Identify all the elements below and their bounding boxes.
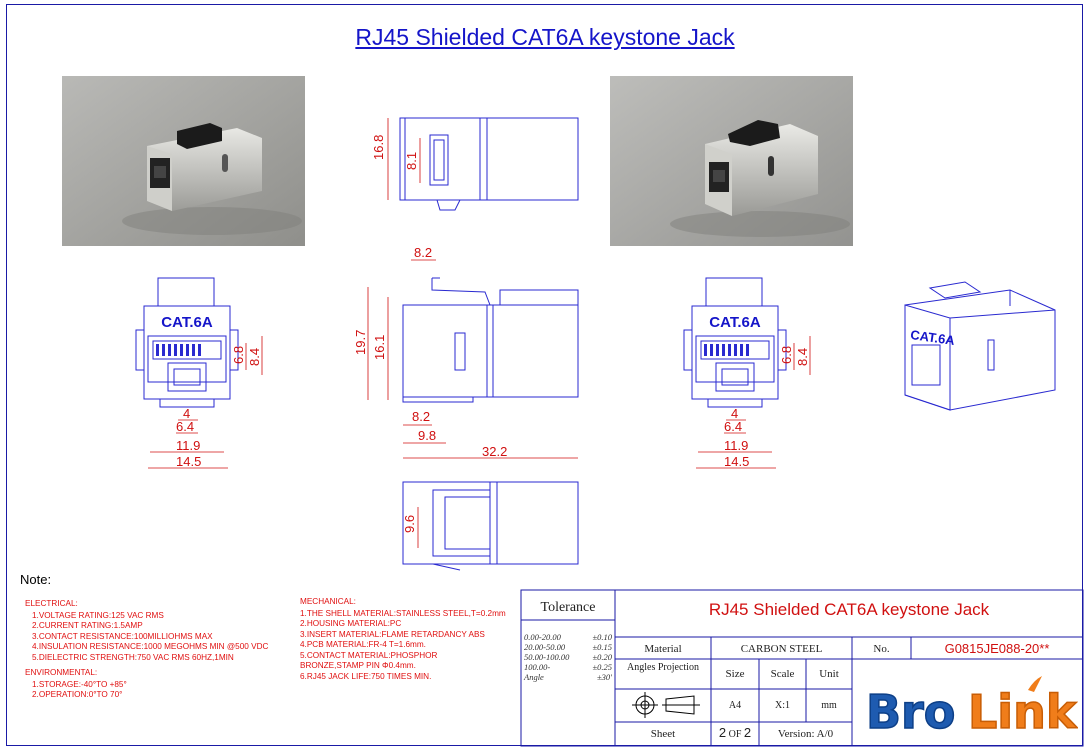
tolerance-table: 0.00-20.00 ±0.10 20.00-50.00 ±0.15 50.00-1… [524,632,612,682]
spec-item: 1.VOLTAGE RATING:125 VAC RMS [32,610,164,620]
note-heading: Note: [20,572,52,587]
tolerance-label: Tolerance [540,600,596,615]
spec-item: 3.INSERT MATERIAL:FLAME RETARDANCY ABS [300,629,485,639]
mechanical-spec: MECHANICAL: 1.THE SHELL MATERIAL:STAINLE… [300,597,515,682]
top-view [399,117,579,211]
spec-item: 2.HOUSING MATERIAL:PC [300,619,402,628]
spec-item: 5.DIELECTRIC STRENGTH:750 VAC RMS 60HZ,1… [32,652,234,662]
dim-bottom-height: 9.6 [402,515,417,533]
brolink-logo: Bro Link [860,670,1079,740]
dim-face-w3-left: 11.9 [176,438,200,453]
part-number: G0815JE088-20** [944,641,1050,656]
dim-face-h1-right: 6.8 [779,346,794,364]
front-view-left [135,277,239,408]
sheet-number: 2 OF 2 [711,725,759,740]
angles-projection-label: Angles Projection [627,662,699,673]
spec-item: 2.CURRENT RATING:1.5AMP [32,621,143,630]
dim-face-h2-left: 8.4 [247,348,262,366]
tol-value: ±0.25 [592,662,612,672]
svg-text:Bro: Bro [866,685,955,738]
version: Version: A/0 [777,728,834,740]
sheet-of: OF [728,729,742,740]
mechanical-header: MECHANICAL: [300,597,356,606]
material-label: Material [644,643,682,655]
spec-item: 1.STORAGE:-40°TO +85° [32,679,127,689]
size-label: Size [725,668,745,680]
cat-label-iso: CAT.6A [910,327,957,348]
sheet-total: 2 [743,725,752,740]
projection-symbol [632,692,700,718]
scale-value: X:1 [775,700,790,711]
unit-value: mm [821,700,837,711]
dim-side-9: 9.8 [418,428,436,443]
sheet-label: Sheet [650,728,676,740]
cat-label-left: CAT.6A [161,314,213,331]
dim-front-width: 8.2 [414,245,432,260]
tol-value: ±30' [597,672,612,682]
tol-range: 100.00- [524,662,551,672]
dim-side-inner: 16.1 [372,335,387,360]
dim-top-window: 8.1 [404,152,419,170]
no-label: No. [873,643,890,655]
tol-range: 0.00-20.00 [524,632,561,642]
title-block-product-title: RJ45 Shielded CAT6A keystone Jack [708,600,990,619]
front-view-right [683,277,787,408]
tol-range: 50.00-100.00 [524,652,570,662]
dim-side-length: 32.2 [482,444,507,459]
spec-item: 4.INSULATION RESISTANCE:1000 MEGOHMS MIN… [32,642,269,651]
material-value: CARBON STEEL [740,643,823,655]
drawing-title: RJ45 Shielded CAT6A keystone Jack [355,24,735,50]
tol-range: Angle [524,672,544,682]
product-photo-right [610,76,853,246]
unit-label: Unit [819,668,839,680]
product-photo-left [62,76,305,246]
tol-value: ±0.10 [592,632,612,642]
tol-value: ±0.20 [592,652,612,662]
spec-item: 2.OPERATION:0°TO 70° [32,690,123,699]
bottom-view [402,481,579,571]
tol-value: ±0.15 [592,642,612,652]
scale-label: Scale [770,668,795,680]
dim-face-w4-left: 14.5 [176,454,201,469]
dim-side-outer: 19.7 [353,330,368,355]
spec-item: 4.PCB MATERIAL:FR-4 T=1.6mm. [300,640,426,649]
side-view [402,277,579,403]
dim-face-w1-right: 4 [731,406,738,421]
pin-stripes [156,344,749,356]
svg-text:Link: Link [968,685,1078,738]
dim-face-h1-left: 6.8 [231,346,246,364]
dim-face-w2-left: 6.4 [176,419,194,434]
isometric-view [904,281,1056,411]
spec-item: 6.RJ45 JACK LIFE:750 TIMES MIN. [300,671,432,681]
dim-face-w4-right: 14.5 [724,454,749,469]
title-block-grid [520,589,1084,747]
cat-label-right: CAT.6A [709,314,761,331]
sheet-current: 2 [718,725,727,740]
size-value: A4 [728,700,742,711]
environmental-header: ENVIRONMENTAL: [25,668,98,677]
dim-face-w2-right: 6.4 [724,419,742,434]
electrical-spec: ELECTRICAL: 1.VOLTAGE RATING:125 VAC RMS… [25,599,268,701]
spec-item: 1.THE SHELL MATERIAL:STAINLESS STEEL,T=0… [300,608,506,618]
dim-face-w1-left: 4 [183,406,190,421]
electrical-header: ELECTRICAL: [25,599,78,608]
spec-item: 3.CONTACT RESISTANCE:100MILLIOHMS MAX [32,631,213,641]
dim-top-height: 16.8 [371,135,386,160]
dim-side-low: 8.2 [412,409,430,424]
dim-face-w3-right: 11.9 [724,438,748,453]
tol-range: 20.00-50.00 [524,642,566,652]
dim-face-h2-right: 8.4 [795,348,810,366]
spec-item: 5.CONTACT MATERIAL:PHOSPHOR BRONZE,STAMP… [300,650,438,671]
